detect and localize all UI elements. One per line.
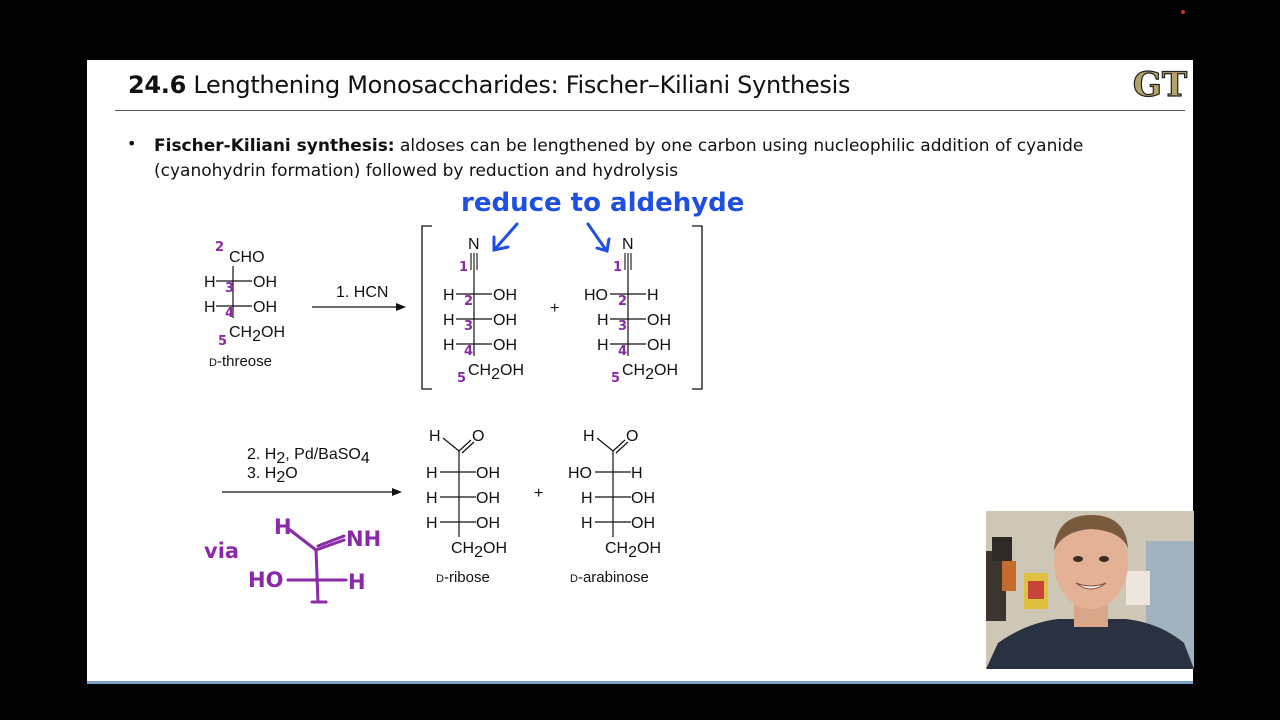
via-nh: NH	[346, 527, 381, 551]
arabinose-ho1: HO	[568, 465, 592, 482]
title-divider	[115, 110, 1185, 111]
bullet-text: Fischer-Kiliani synthesis: aldoses can b…	[154, 134, 1104, 184]
arabinose-aldehyde-o: O	[626, 428, 638, 445]
arabinose-aldehyde-h: H	[583, 428, 595, 445]
step1-label: 1. HCN	[336, 284, 388, 301]
gt-logo-text: GT	[1133, 66, 1187, 102]
nitrile-n: N	[468, 236, 480, 253]
section-number: 24.6	[128, 71, 187, 99]
carbon-number-1: 1	[459, 260, 468, 275]
threose-oh1: OH	[253, 274, 277, 291]
ribose-oh1: OH	[476, 465, 500, 482]
arabinose-structure: H O HO H H OH H OH CH2OH D-arabinose	[568, 428, 661, 586]
webcam-video	[986, 511, 1194, 669]
carbon-number-5c: 5	[611, 371, 620, 386]
via-ho: HO	[248, 568, 283, 592]
cyanohydrin-left: N 1 H OH 2 H OH 3 H OH 4 5 CH2OH	[443, 236, 524, 386]
threose-ch2oh: CH2OH	[229, 324, 285, 345]
annotation-reduce: reduce to aldehyde	[461, 188, 744, 218]
plus-sign-2: +	[534, 485, 543, 502]
carbon-number-5b: 5	[457, 371, 466, 386]
threose-h2: H	[204, 299, 216, 316]
cyano-right-oh3: OH	[647, 337, 671, 354]
cyano-left-h2: H	[443, 312, 455, 329]
bullet-term: Fischer-Kiliani synthesis:	[154, 136, 395, 156]
webcam-frame-image	[986, 511, 1194, 669]
slide: 24.6 Lengthening Monosaccharides: Fische…	[87, 60, 1193, 682]
arabinose-ch2oh: CH2OH	[605, 540, 661, 561]
carbon-number-4c: 4	[618, 344, 627, 359]
carbon-number-3c: 3	[618, 319, 627, 334]
threose-label: D-threose	[209, 353, 272, 370]
bracket-right	[692, 225, 703, 390]
ribose-h1: H	[426, 465, 438, 482]
via-label: via	[204, 539, 239, 563]
step1-arrow: 1. HCN	[312, 284, 406, 311]
ribose-oh2: OH	[476, 490, 500, 507]
cyano-right-h3: H	[597, 337, 609, 354]
arabinose-oh3: OH	[631, 515, 655, 532]
blue-arrow-left	[492, 222, 519, 252]
carbon-number-2: 2	[215, 240, 224, 255]
cyano-right-h1: H	[647, 287, 659, 304]
ribose-aldehyde-o: O	[472, 428, 484, 445]
ribose-label: D-ribose	[436, 569, 490, 586]
threose-structure: 2 CHO H OH 3 H OH 4 5 CH2OH D-threose	[204, 240, 285, 370]
ribose-aldehyde-h: H	[429, 428, 441, 445]
via-intermediate: via H NH HO H	[204, 515, 381, 604]
cyano-left-oh3: OH	[493, 337, 517, 354]
carbon-number-3b: 3	[464, 319, 473, 334]
bracket-left	[421, 225, 432, 390]
recording-dot	[1181, 10, 1185, 14]
cyano-left-h3: H	[443, 337, 455, 354]
ribose-ch2oh: CH2OH	[451, 540, 507, 561]
step23-arrow: 2. H2, Pd/BaSO4 3. H2O	[222, 446, 402, 496]
threose-cho: CHO	[229, 249, 265, 266]
cyano-left-oh2: OH	[493, 312, 517, 329]
slide-title: 24.6 Lengthening Monosaccharides: Fische…	[128, 71, 850, 99]
carbon-number-3: 3	[225, 281, 234, 296]
cyano-left-ch2oh: CH2OH	[468, 362, 524, 383]
carbon-number-2b: 2	[464, 294, 473, 309]
carbon-number-4b: 4	[464, 344, 473, 359]
arabinose-label: D-arabinose	[570, 569, 649, 586]
carbon-number-1c: 1	[613, 260, 622, 275]
arabinose-h3: H	[581, 515, 593, 532]
step2-label: 2. H2, Pd/BaSO4	[247, 446, 370, 467]
carbon-number-2c: 2	[618, 294, 627, 309]
cyano-right-h2: H	[597, 312, 609, 329]
slide-bottom-border	[87, 681, 1193, 684]
bullet-body: aldoses can be lengthened by one carbon …	[154, 136, 1084, 181]
nitrile-n-2: N	[622, 236, 634, 253]
ribose-structure: H O H OH H OH H OH CH2OH D-ribose	[426, 428, 507, 586]
cyano-right-oh2: OH	[647, 312, 671, 329]
cyano-right-ch2oh: CH2OH	[622, 362, 678, 383]
ribose-h3: H	[426, 515, 438, 532]
bullet-marker: •	[127, 134, 137, 153]
step3-label: 3. H2O	[247, 465, 298, 486]
via-h-top: H	[274, 515, 292, 539]
title-text: Lengthening Monosaccharides: Fischer–Kil…	[193, 71, 851, 99]
arabinose-oh2: OH	[631, 490, 655, 507]
cyano-right-ho1: HO	[584, 287, 608, 304]
carbon-number-5: 5	[218, 334, 227, 349]
arabinose-h1: H	[631, 465, 643, 482]
gt-logo: GT	[1132, 66, 1188, 102]
via-h-right: H	[348, 570, 366, 594]
plus-sign-1: +	[550, 300, 559, 317]
cyanohydrin-right: N 1 HO H 2 H OH 3 H OH 4 5 CH2OH	[584, 236, 678, 386]
threose-oh2: OH	[253, 299, 277, 316]
cyano-left-oh1: OH	[493, 287, 517, 304]
blue-arrow-right	[586, 222, 611, 253]
carbon-number-4: 4	[225, 306, 234, 321]
threose-h1: H	[204, 274, 216, 291]
arabinose-h2: H	[581, 490, 593, 507]
ribose-h2: H	[426, 490, 438, 507]
ribose-oh3: OH	[476, 515, 500, 532]
cyano-left-h1: H	[443, 287, 455, 304]
